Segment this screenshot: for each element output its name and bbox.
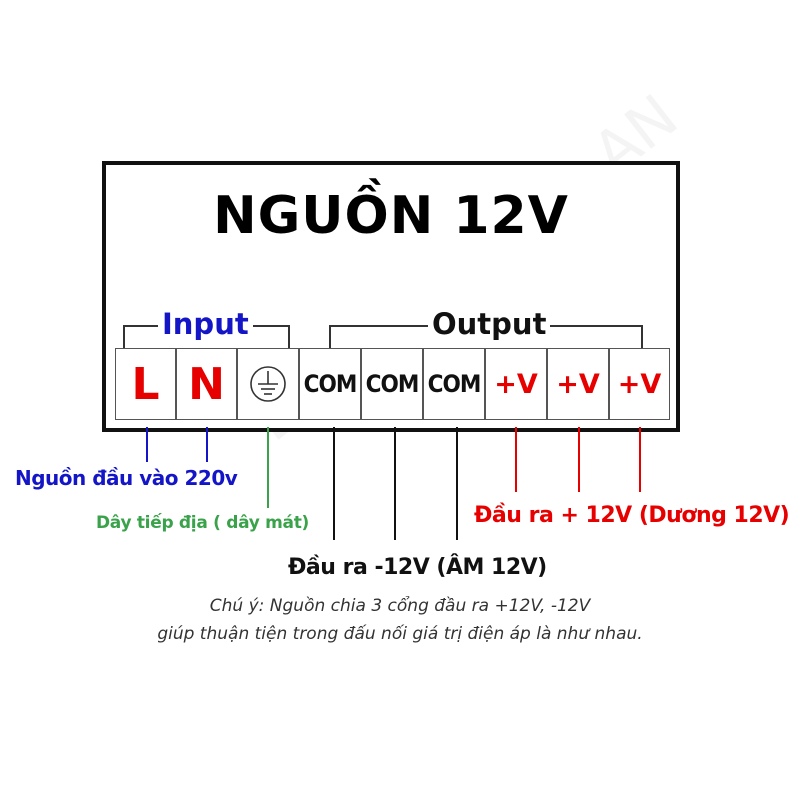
wire-com-3: [456, 427, 458, 540]
output-bracket-right: [641, 325, 643, 348]
wire-positive-3: [639, 427, 641, 492]
terminal-positive-3: +V: [609, 348, 670, 420]
terminal-label: L: [131, 358, 160, 410]
panel-title: NGUỒN 12V: [213, 186, 569, 246]
wire-com-2: [394, 427, 396, 540]
input-bracket-right: [288, 325, 290, 348]
wire-neutral: [206, 427, 208, 462]
positive-output-caption: Đầu ra + 12V (Dương 12V): [474, 503, 790, 528]
terminal-positive-2: +V: [547, 348, 609, 420]
terminal-label: +V: [494, 368, 538, 400]
negative-output-caption: Đầu ra -12V (ÂM 12V): [288, 555, 547, 580]
note-line-2: giúp thuận tiện trong đấu nối giá trị đi…: [157, 624, 643, 644]
input-caption: Nguồn đầu vào 220v: [15, 466, 238, 490]
terminal-com-1: COM: [299, 348, 361, 420]
terminal-com-3: COM: [423, 348, 485, 420]
terminal-label: COM: [303, 370, 358, 398]
terminal-line: L: [115, 348, 176, 420]
wire-positive-1: [515, 427, 517, 492]
terminal-label: +V: [556, 368, 600, 400]
note-line-1: Chú ý: Nguồn chia 3 cổng đầu ra +12V, -1…: [209, 596, 591, 616]
ground-caption: Dây tiếp địa ( dây mát): [96, 513, 310, 533]
wire-ground: [267, 427, 269, 508]
terminal-label: COM: [365, 370, 420, 398]
terminal-ground: [237, 348, 299, 420]
terminal-label: COM: [427, 370, 482, 398]
input-bracket-left: [123, 325, 125, 348]
terminal-com-2: COM: [361, 348, 423, 420]
wire-line: [146, 427, 148, 462]
output-bracket-left: [329, 325, 331, 348]
terminal-neutral: N: [176, 348, 237, 420]
terminal-label: +V: [617, 368, 662, 400]
output-group-label: Output: [428, 307, 551, 341]
terminal-positive-1: +V: [485, 348, 547, 420]
wire-com-1: [333, 427, 335, 540]
terminal-label: N: [188, 358, 225, 410]
input-group-label: Input: [158, 307, 253, 341]
wire-positive-2: [578, 427, 580, 492]
ground-icon: [250, 366, 286, 402]
